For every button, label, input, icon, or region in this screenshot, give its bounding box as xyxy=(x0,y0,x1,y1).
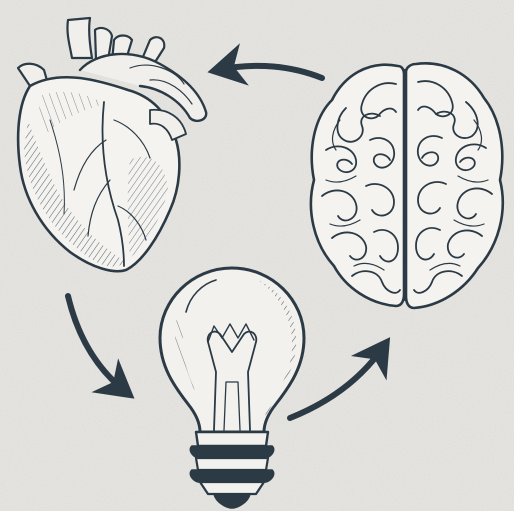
brain-icon xyxy=(311,63,503,308)
